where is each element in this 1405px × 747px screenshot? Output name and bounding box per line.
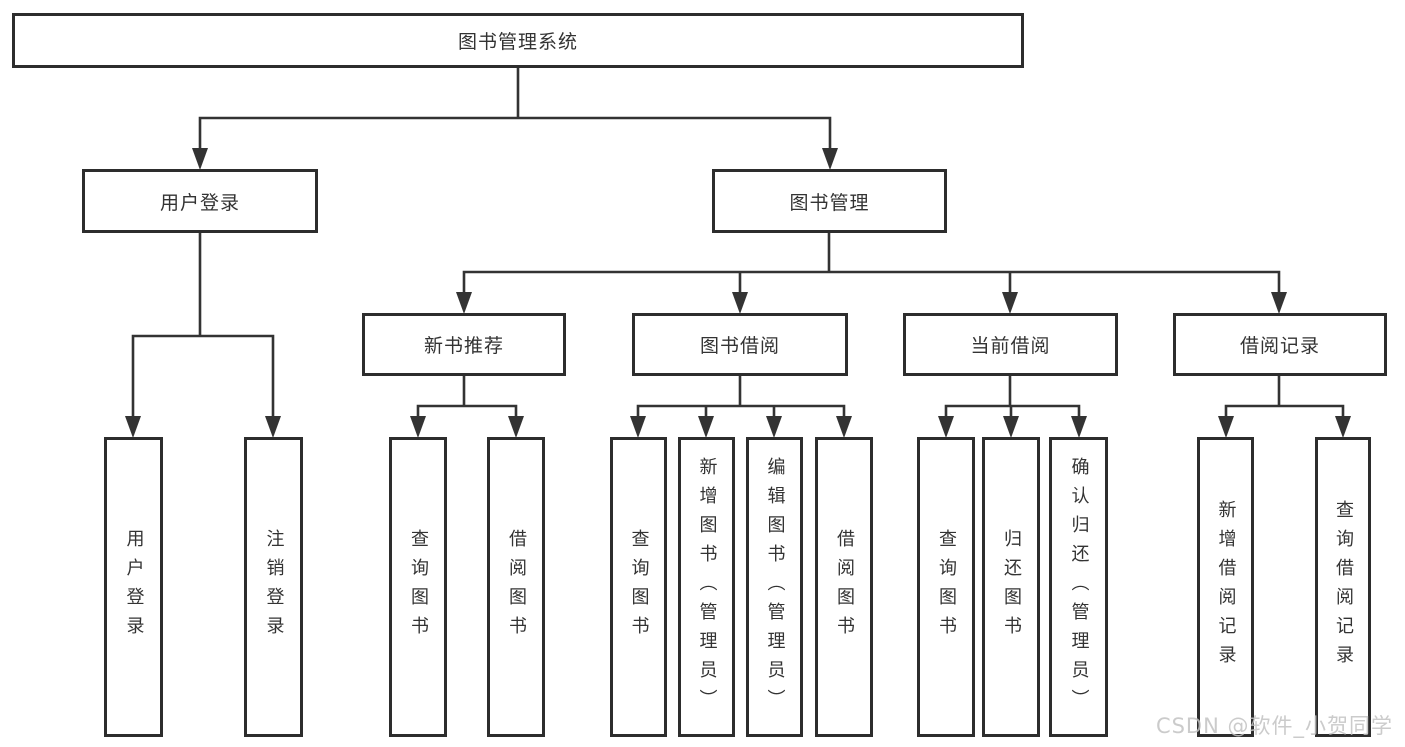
leaf-query-books-recommend: 查询图书 (389, 437, 447, 737)
node-library-management-system: 图书管理系统 (12, 13, 1024, 68)
node-borrowing-records: 借阅记录 (1173, 313, 1387, 376)
leaf-logout: 注销登录 (244, 437, 303, 737)
connector-current-borrowing-children (938, 373, 1087, 438)
node-current-borrowing: 当前借阅 (903, 313, 1118, 376)
leaf-query-books-current: 查询图书 (917, 437, 975, 737)
node-book-borrowing: 图书借阅 (632, 313, 848, 376)
leaf-confirm-return-admin: 确认归还（管理员） (1049, 437, 1108, 737)
node-user-login: 用户登录 (82, 169, 318, 233)
csdn-watermark: CSDN @软件_小贺同学 (1155, 714, 1393, 738)
leaf-borrow-books-recommend: 借阅图书 (487, 437, 545, 737)
connector-user-login-children (125, 230, 281, 438)
connector-book-borrowing-children (630, 374, 852, 438)
leaf-add-books-admin: 新增图书（管理员） (678, 437, 735, 737)
connector-new-book-recommendation-children (410, 373, 524, 438)
node-book-management: 图书管理 (712, 169, 947, 233)
leaf-add-borrow-record: 新增借阅记录 (1197, 437, 1254, 737)
leaf-edit-books-admin: 编辑图书（管理员） (746, 437, 803, 737)
connector-borrowing-records-children (1218, 373, 1351, 438)
connector-book-management-children (456, 231, 1287, 314)
leaf-query-borrow-record: 查询借阅记录 (1315, 437, 1371, 737)
leaf-borrow-books-borrowing: 借阅图书 (815, 437, 873, 737)
leaf-query-books-borrowing: 查询图书 (610, 437, 667, 737)
node-new-book-recommendation: 新书推荐 (362, 313, 566, 376)
leaf-return-books: 归还图书 (982, 437, 1040, 737)
connector-root-to-level2 (192, 66, 838, 170)
leaf-user-login: 用户登录 (104, 437, 163, 737)
